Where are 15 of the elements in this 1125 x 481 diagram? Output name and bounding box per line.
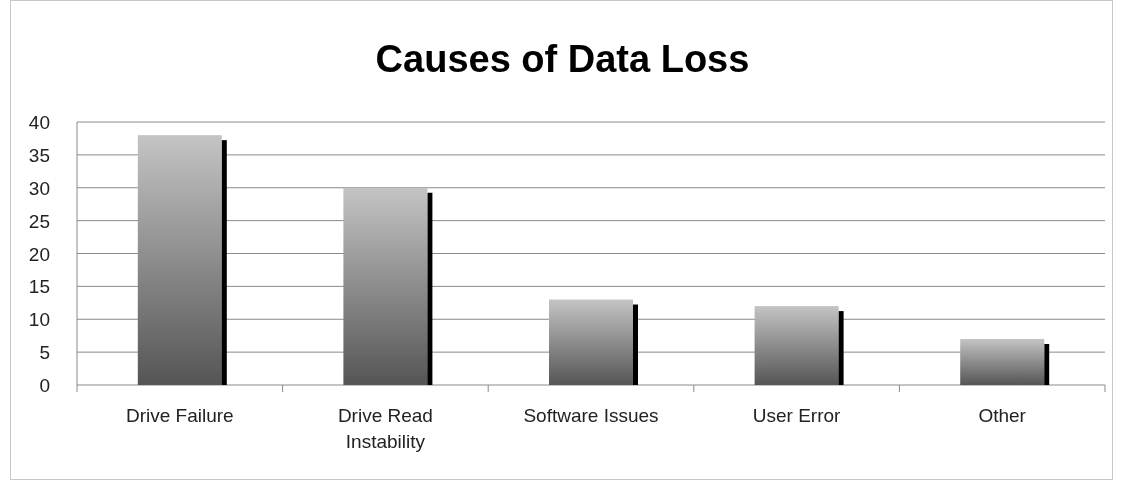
y-tick-label: 25: [28, 210, 50, 232]
x-tick-label: Other: [978, 405, 1026, 426]
y-tick-label: 20: [28, 243, 50, 265]
y-tick-label: 0: [39, 375, 50, 396]
y-tick-label: 40: [28, 112, 50, 133]
y-tick-label: 5: [39, 342, 50, 364]
y-tick-label: 10: [28, 309, 50, 331]
x-tick-label: Software Issues: [523, 405, 659, 426]
chart-title: Causes of Data Loss: [374, 38, 751, 81]
y-tick-label: 30: [28, 177, 50, 199]
x-tick-label: User Error: [752, 405, 841, 426]
x-tick-label: Drive Failure: [125, 405, 234, 426]
x-tick-label: Drive Read Instability: [337, 405, 433, 452]
y-tick-label: 35: [28, 144, 50, 166]
y-tick-label: 15: [28, 276, 50, 298]
